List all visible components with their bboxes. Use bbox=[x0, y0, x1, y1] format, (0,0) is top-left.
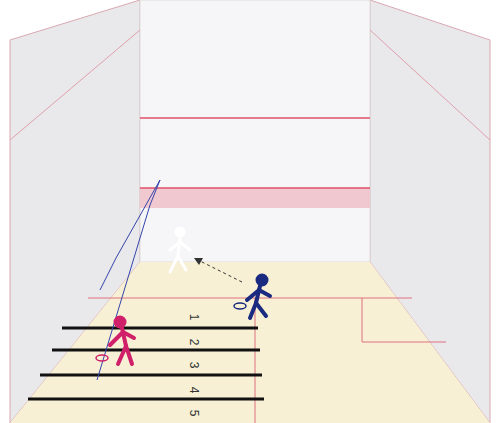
floor bbox=[10, 262, 490, 423]
movement-arrow bbox=[198, 260, 242, 282]
zone-line bbox=[40, 374, 262, 377]
zone-number: 1 bbox=[188, 313, 200, 320]
side-line bbox=[370, 30, 490, 140]
arrow-head bbox=[194, 258, 203, 265]
zone-number: 2 bbox=[188, 338, 200, 345]
zone-number: 3 bbox=[188, 361, 200, 368]
player-white bbox=[170, 228, 190, 272]
zone-number: 4 bbox=[188, 386, 200, 393]
player-blue bbox=[247, 276, 270, 319]
ball-path bbox=[97, 180, 160, 380]
out-line bbox=[140, 117, 370, 119]
zone-line bbox=[52, 349, 260, 352]
racket bbox=[234, 303, 246, 309]
half-court-line bbox=[255, 298, 256, 423]
side-line bbox=[10, 30, 140, 140]
zone-line bbox=[28, 398, 264, 401]
zone-line bbox=[62, 327, 258, 330]
front-wall bbox=[140, 0, 370, 262]
player-pink bbox=[110, 318, 134, 365]
service-line bbox=[140, 187, 370, 189]
tin bbox=[140, 188, 370, 208]
racket bbox=[96, 355, 108, 361]
service-box bbox=[362, 298, 446, 342]
zone-number: 5 bbox=[188, 409, 200, 416]
